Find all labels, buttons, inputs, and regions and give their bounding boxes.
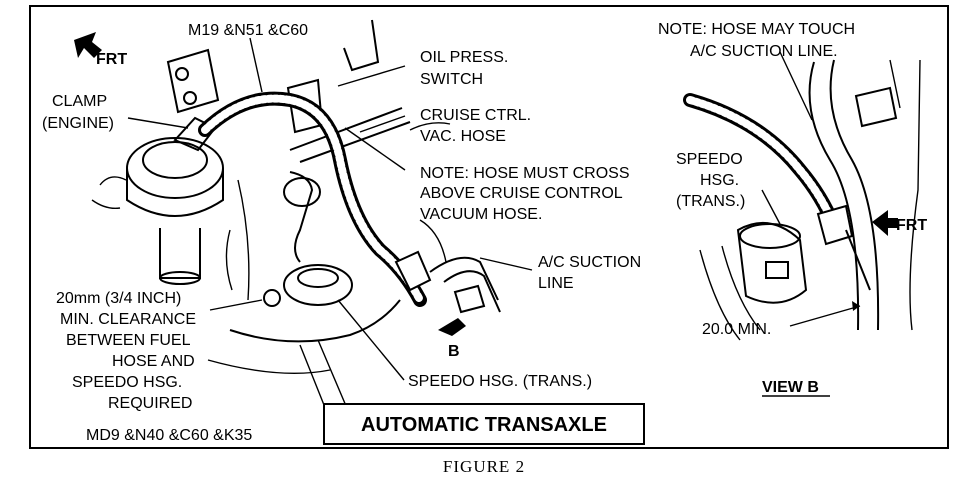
frt-arrow-main xyxy=(74,32,102,58)
view-b-note-1: NOTE: HOSE MAY TOUCH xyxy=(658,21,855,38)
clearance-label-2: MIN. CLEARANCE xyxy=(60,311,196,328)
view-b-note-2: A/C SUCTION LINE. xyxy=(690,43,838,60)
oil-press-label-1: OIL PRESS. xyxy=(420,49,508,66)
engine-codes-top: M19 &N51 &C60 xyxy=(188,22,308,39)
b-marker-label: B xyxy=(448,343,460,360)
view-b-leaders xyxy=(761,51,861,327)
outer-frame xyxy=(29,5,949,449)
frt-arrow-view-b xyxy=(872,210,898,236)
title-box xyxy=(323,403,645,445)
oil-press-label-2: SWITCH xyxy=(420,71,483,88)
speedo-trans-label: SPEEDO HSG. (TRANS.) xyxy=(408,373,592,390)
view-b-speedo-2: HSG. xyxy=(700,172,739,189)
ac-suction-label-2: LINE xyxy=(538,275,574,292)
clearance-label-1: 20mm (3/4 INCH) xyxy=(56,290,181,307)
clearance-label-6: REQUIRED xyxy=(108,395,192,412)
view-b-speedo-3: (TRANS.) xyxy=(676,193,745,210)
view-b-min-label: 20.0 MIN. xyxy=(702,321,771,338)
view-b-illustration xyxy=(683,59,921,341)
cruise-label-2: VAC. HOSE xyxy=(420,128,506,145)
note-cross-3: VACUUM HOSE. xyxy=(420,206,542,223)
clamp-label-2: (ENGINE) xyxy=(42,115,114,132)
view-b-frt-label: FRT xyxy=(896,217,927,234)
cruise-label-1: CRUISE CTRL. xyxy=(420,107,531,124)
clearance-label-5: SPEEDO HSG. xyxy=(72,374,182,391)
leader-lines xyxy=(127,37,533,381)
engine-illustration xyxy=(91,19,501,421)
note-cross-1: NOTE: HOSE MUST CROSS xyxy=(420,165,630,182)
figure-caption: FIGURE 2 xyxy=(443,457,525,476)
clearance-label-3: BETWEEN FUEL xyxy=(66,332,191,349)
clearance-label-4: HOSE AND xyxy=(112,353,195,370)
note-cross-2: ABOVE CRUISE CONTROL xyxy=(420,185,623,202)
clamp-label-1: CLAMP xyxy=(52,93,107,110)
view-b-arrow xyxy=(438,318,466,336)
view-b-speedo-1: SPEEDO xyxy=(676,151,743,168)
view-b-label: VIEW B xyxy=(762,379,819,396)
frt-label-main: FRT xyxy=(96,51,127,68)
engine-codes-bottom: MD9 &N40 &C60 &K35 xyxy=(86,427,252,444)
diagram-title: AUTOMATIC TRANSAXLE xyxy=(361,414,607,436)
ac-suction-label-1: A/C SUCTION xyxy=(538,254,641,271)
